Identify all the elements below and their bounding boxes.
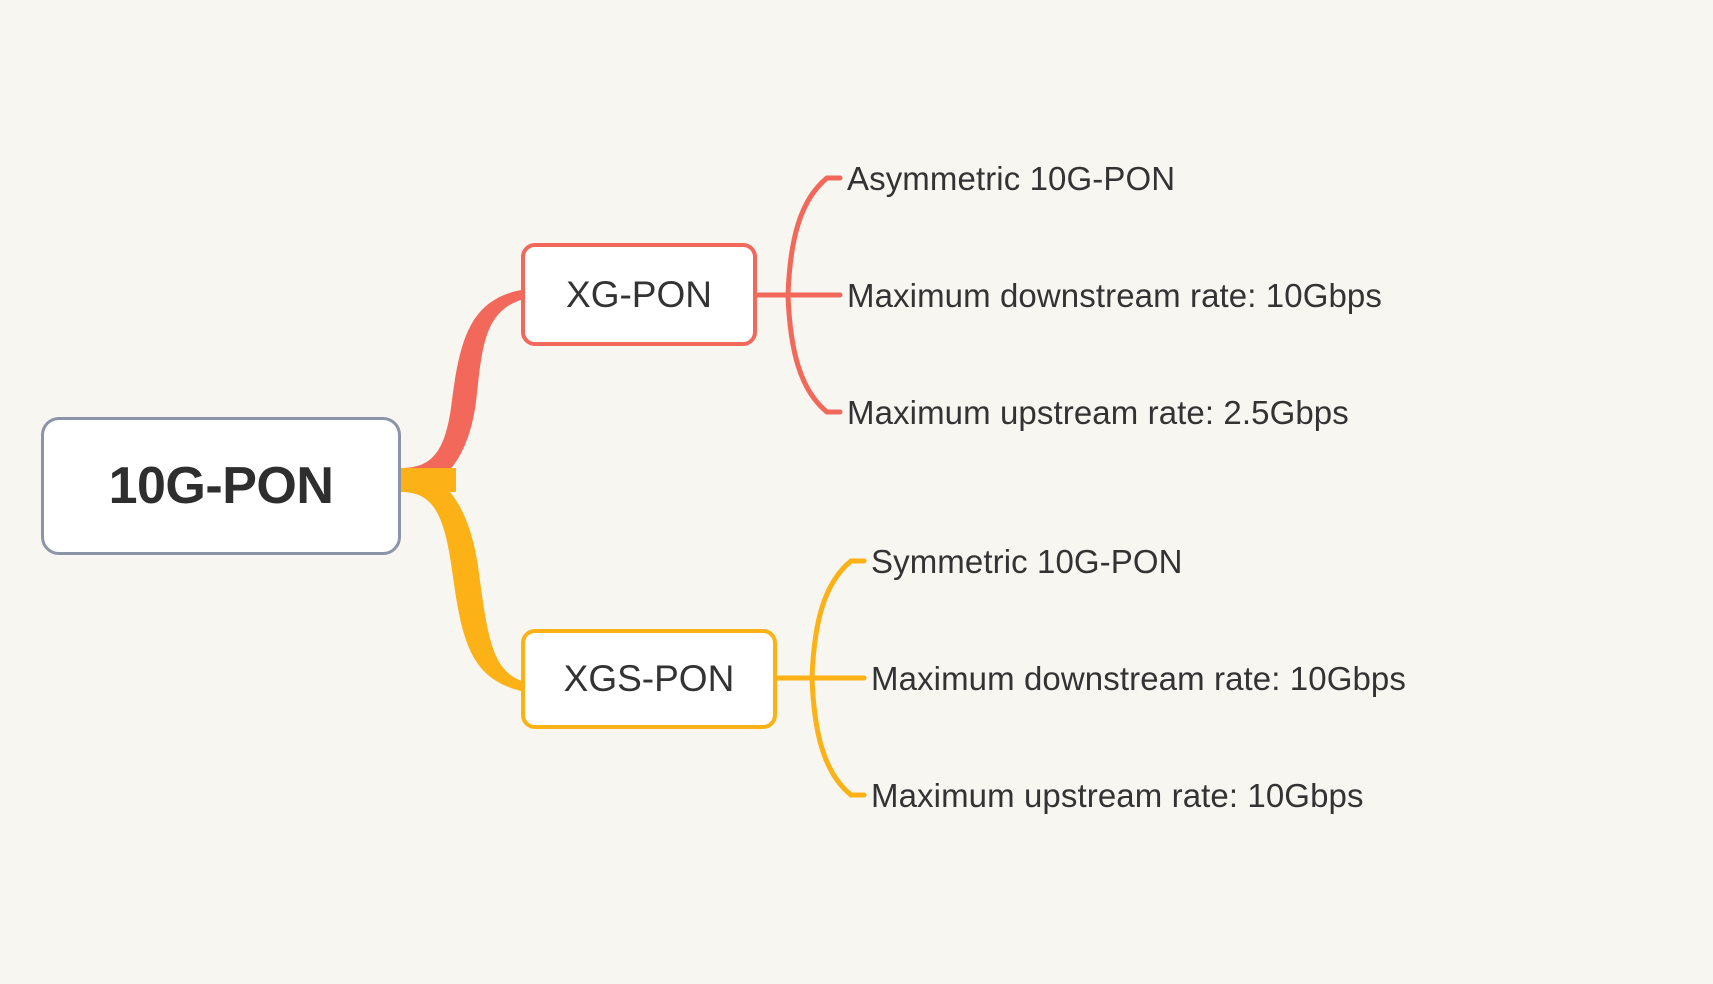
- leaf-label: Symmetric 10G-PON: [871, 543, 1183, 580]
- leaf-item[interactable]: Maximum downstream rate: 10Gbps: [847, 279, 1382, 312]
- trunk-connector-xg-pon: [401, 290, 521, 492]
- leaf-label: Asymmetric 10G-PON: [847, 160, 1176, 197]
- root-node-label: 10G-PON: [108, 457, 334, 515]
- mindmap-root-node[interactable]: 10G-PON: [41, 417, 401, 555]
- leaf-item[interactable]: Maximum downstream rate: 10Gbps: [871, 662, 1406, 695]
- mindmap-branch-node-xg-pon[interactable]: XG-PON: [521, 243, 757, 346]
- branch-node-label: XGS-PON: [563, 658, 735, 699]
- leaf-label: Maximum downstream rate: 10Gbps: [847, 277, 1382, 314]
- leaf-item[interactable]: Maximum upstream rate: 10Gbps: [871, 779, 1364, 812]
- leaf-item[interactable]: Symmetric 10G-PON: [871, 545, 1183, 578]
- trunk-connector-xgs-pon: [401, 468, 525, 692]
- leaf-item[interactable]: Asymmetric 10G-PON: [847, 162, 1175, 195]
- branch-node-label: XG-PON: [566, 273, 712, 315]
- mindmap-branch-node-xgs-pon[interactable]: XGS-PON: [521, 629, 777, 729]
- leaf-bracket-xgs-pon: [809, 558, 854, 798]
- leaf-item[interactable]: Maximum upstream rate: 2.5Gbps: [847, 396, 1349, 429]
- leaf-label: Maximum downstream rate: 10Gbps: [871, 660, 1406, 697]
- leaf-bracket-xg-pon: [785, 175, 830, 415]
- root-stub: [398, 468, 456, 492]
- leaf-label: Maximum upstream rate: 10Gbps: [871, 777, 1364, 814]
- leaf-label: Maximum upstream rate: 2.5Gbps: [847, 394, 1349, 431]
